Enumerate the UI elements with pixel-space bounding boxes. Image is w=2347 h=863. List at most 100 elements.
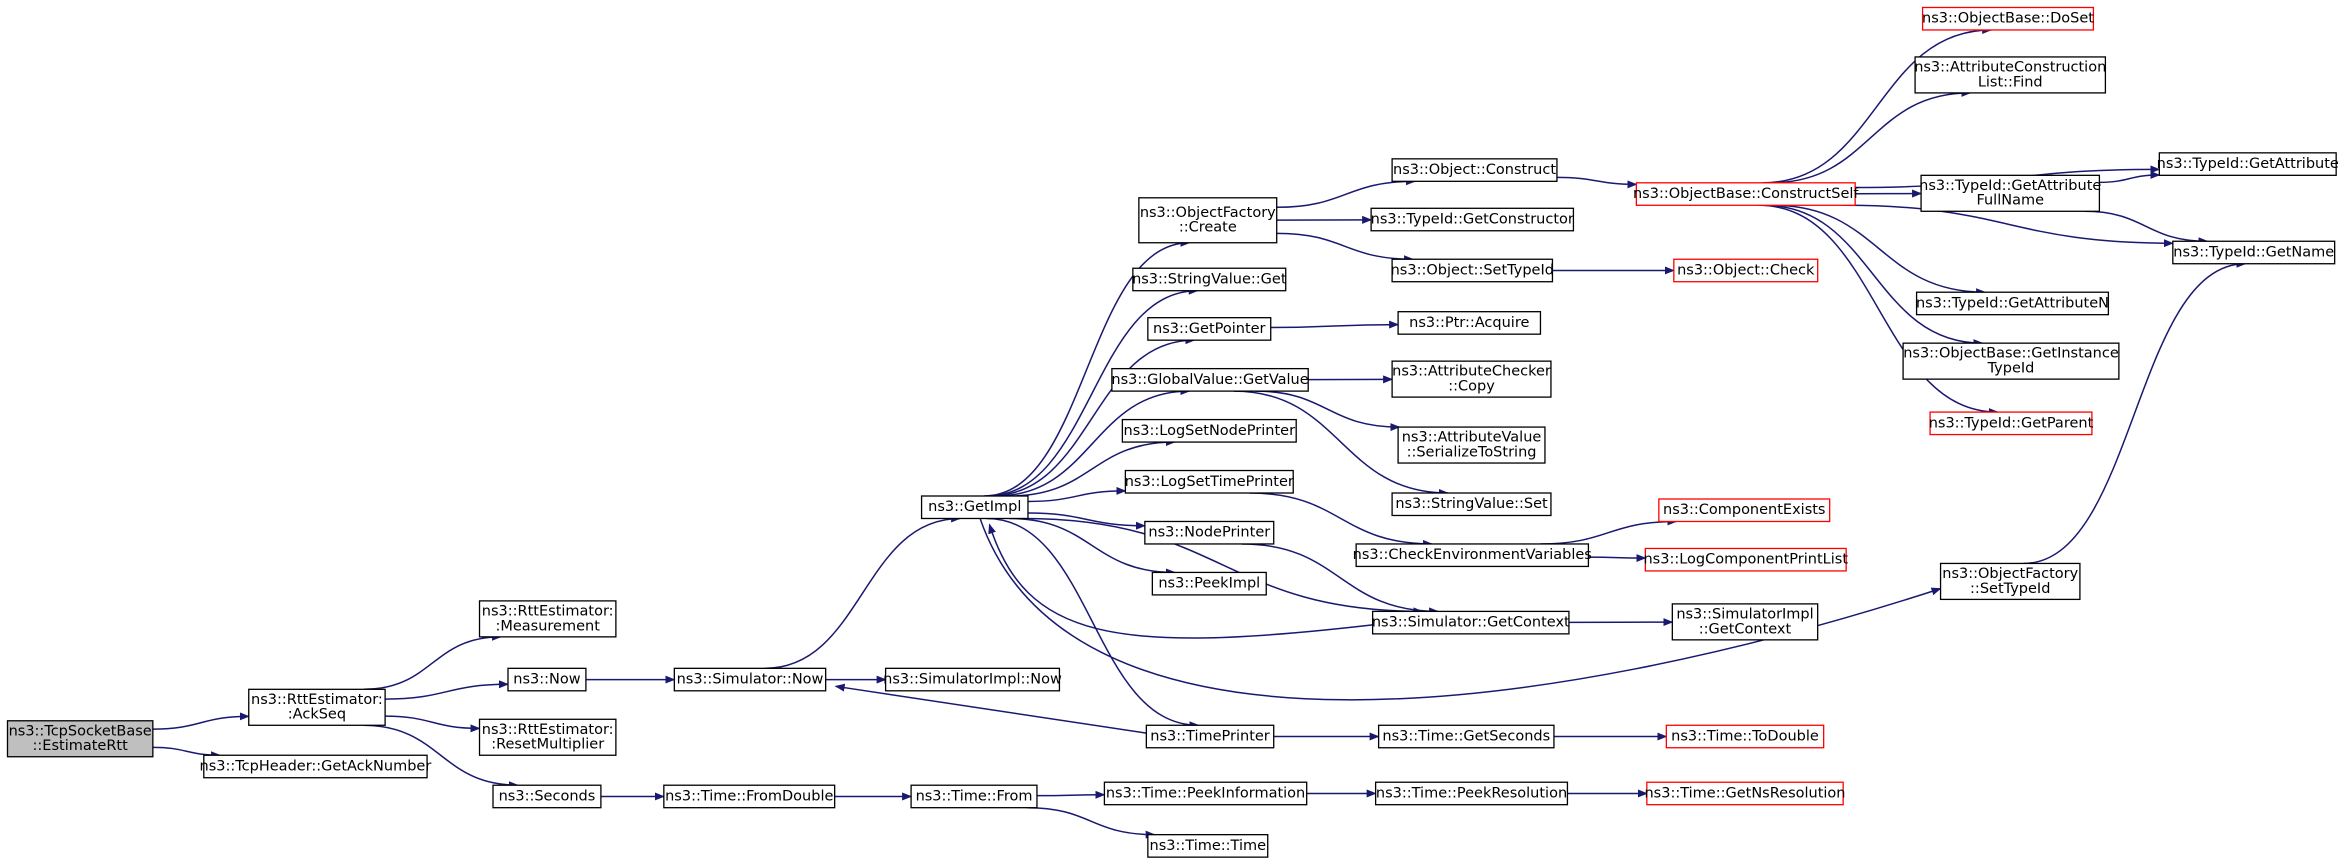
node-box[interactable] (1145, 724, 1275, 749)
graph-node[interactable]: ns3::Simulator::GetContext (1371, 610, 1570, 635)
node-box[interactable] (1635, 182, 1856, 206)
node-box[interactable] (2158, 152, 2337, 176)
node-box[interactable] (1915, 291, 2110, 316)
graph-node[interactable]: ns3::Time::ToDouble (1665, 724, 1825, 749)
graph-node[interactable]: ns3::GetPointer (1147, 317, 1272, 341)
graph-node[interactable]: ns3::StringValue::Get (1132, 267, 1287, 292)
node-box[interactable] (1355, 543, 1590, 568)
graph-node[interactable]: ns3::Time::GetSeconds (1377, 724, 1555, 749)
graph-node[interactable]: ns3::GetImpl (920, 495, 1029, 520)
graph-node[interactable]: ns3::TcpHeader::GetAckNumber (200, 754, 432, 779)
graph-node[interactable]: ns3::TypeId::GetAttributeN (1915, 291, 2110, 316)
graph-node[interactable]: ns3::Seconds (492, 784, 602, 809)
graph-node[interactable]: ns3::Simulator::Now (673, 667, 827, 692)
graph-node[interactable]: ns3::TypeId::GetName (2172, 240, 2336, 265)
node-box[interactable] (1391, 258, 1554, 283)
node-box[interactable] (1121, 418, 1297, 443)
node-box[interactable] (492, 784, 602, 809)
node-box[interactable] (1151, 571, 1267, 596)
graph-node[interactable]: ns3::LogComponentPrintList (1643, 547, 1848, 572)
graph-node[interactable]: ns3::TypeId::GetConstructor (1370, 207, 1575, 232)
node-box[interactable] (1103, 781, 1308, 806)
node-box[interactable] (1646, 781, 1844, 806)
graph-node[interactable]: ns3::SimulatorImpl::Now (883, 667, 1062, 692)
graph-node[interactable]: ns3::AttributeChecker::Copy (1391, 360, 1552, 398)
graph-node[interactable]: ns3::LogSetTimePrinter (1124, 469, 1294, 494)
node-box[interactable] (1902, 342, 2120, 380)
graph-node[interactable]: ns3::ComponentExists (1658, 498, 1831, 523)
node-box[interactable] (1665, 724, 1825, 749)
graph-node[interactable]: ns3::TimePrinter (1145, 724, 1275, 749)
node-box[interactable] (1144, 520, 1275, 545)
graph-node[interactable]: ns3::TypeId::GetParent (1929, 411, 2094, 436)
graph-node[interactable]: ns3::ObjectBase::DoSet (1921, 6, 2095, 31)
graph-node[interactable]: ns3::ObjectFactory::Create (1138, 197, 1278, 244)
graph-node[interactable]: ns3::GlobalValue::GetValue (1111, 367, 1309, 392)
node-box[interactable] (6, 720, 154, 758)
graph-node[interactable]: ns3::Object::SetTypeId (1391, 258, 1554, 283)
node-box[interactable] (1374, 781, 1569, 806)
node-box[interactable] (1138, 197, 1278, 244)
graph-node[interactable]: ns3::Time::FromDouble (663, 784, 836, 809)
node-box[interactable] (478, 718, 617, 756)
graph-node[interactable]: ns3::Ptr::Acquire (1397, 311, 1542, 335)
graph-node[interactable]: ns3::ObjectFactory::SetTypeId (1939, 562, 2081, 601)
node-box[interactable] (673, 667, 827, 692)
node-box[interactable] (478, 600, 617, 638)
node-box[interactable] (1920, 174, 2101, 212)
graph-node[interactable]: ns3::TypeId::GetAttribute (2157, 152, 2339, 176)
graph-node[interactable]: ns3::ObjectBase::ConstructSelf (1633, 182, 1859, 206)
node-box[interactable] (1371, 610, 1570, 635)
graph-node[interactable]: ns3::Object::Construct (1391, 158, 1558, 182)
node-box[interactable] (1671, 603, 1819, 641)
node-box[interactable] (248, 688, 386, 726)
graph-node[interactable]: ns3::RttEstimator::AckSeq (248, 688, 386, 726)
graph-node[interactable]: ns3::Time::PeekResolution (1374, 781, 1569, 806)
node-box[interactable] (1673, 258, 1819, 283)
graph-node[interactable]: ns3::LogSetNodePrinter (1121, 418, 1297, 443)
node-box[interactable] (203, 754, 428, 779)
node-box[interactable] (1644, 547, 1847, 572)
node-box[interactable] (1397, 426, 1546, 464)
graph-node[interactable]: ns3::Time::GetNsResolution (1644, 781, 1846, 806)
node-box[interactable] (1914, 56, 2107, 94)
node-box[interactable] (1370, 207, 1575, 232)
node-box[interactable] (1391, 158, 1558, 182)
graph-node[interactable]: ns3::AttributeValue::SerializeToString (1397, 426, 1546, 464)
node-box[interactable] (1397, 311, 1542, 335)
node-box[interactable] (1939, 562, 2081, 601)
graph-node[interactable]: ns3::CheckEnvironmentVariables (1353, 543, 1592, 568)
graph-node[interactable]: ns3::SimulatorImpl::GetContext (1671, 603, 1819, 641)
graph-node[interactable]: ns3::TcpSocketBase::EstimateRtt (6, 720, 154, 758)
node-box[interactable] (1147, 317, 1272, 341)
graph-node[interactable]: ns3::Time::From (910, 784, 1038, 809)
graph-node[interactable]: ns3::Time::PeekInformation (1103, 781, 1308, 806)
graph-node[interactable]: ns3::Now (507, 667, 587, 692)
node-box[interactable] (507, 667, 587, 692)
node-box[interactable] (1921, 6, 2095, 31)
graph-node[interactable]: ns3::StringValue::Set (1391, 492, 1552, 517)
node-box[interactable] (1111, 367, 1309, 392)
graph-node[interactable]: ns3::RttEstimator::Measurement (478, 600, 617, 638)
node-box[interactable] (884, 667, 1061, 692)
graph-node[interactable]: ns3::RttEstimator::ResetMultiplier (478, 718, 617, 756)
node-box[interactable] (1929, 411, 2093, 436)
node-box[interactable] (1658, 498, 1831, 523)
graph-node[interactable]: ns3::Time::Time (1147, 834, 1269, 858)
node-box[interactable] (1391, 360, 1552, 398)
node-box[interactable] (1132, 267, 1287, 292)
graph-node[interactable]: ns3::NodePrinter (1144, 520, 1275, 545)
graph-node[interactable]: ns3::PeekImpl (1151, 571, 1267, 596)
node-box[interactable] (1124, 469, 1294, 494)
node-box[interactable] (2172, 240, 2336, 265)
node-box[interactable] (663, 784, 836, 809)
node-box[interactable] (1391, 492, 1552, 517)
node-box[interactable] (1377, 724, 1555, 749)
node-box[interactable] (910, 784, 1038, 809)
node-box[interactable] (1147, 834, 1269, 858)
node-box[interactable] (920, 495, 1029, 520)
graph-node[interactable]: ns3::Object::Check (1673, 258, 1819, 283)
